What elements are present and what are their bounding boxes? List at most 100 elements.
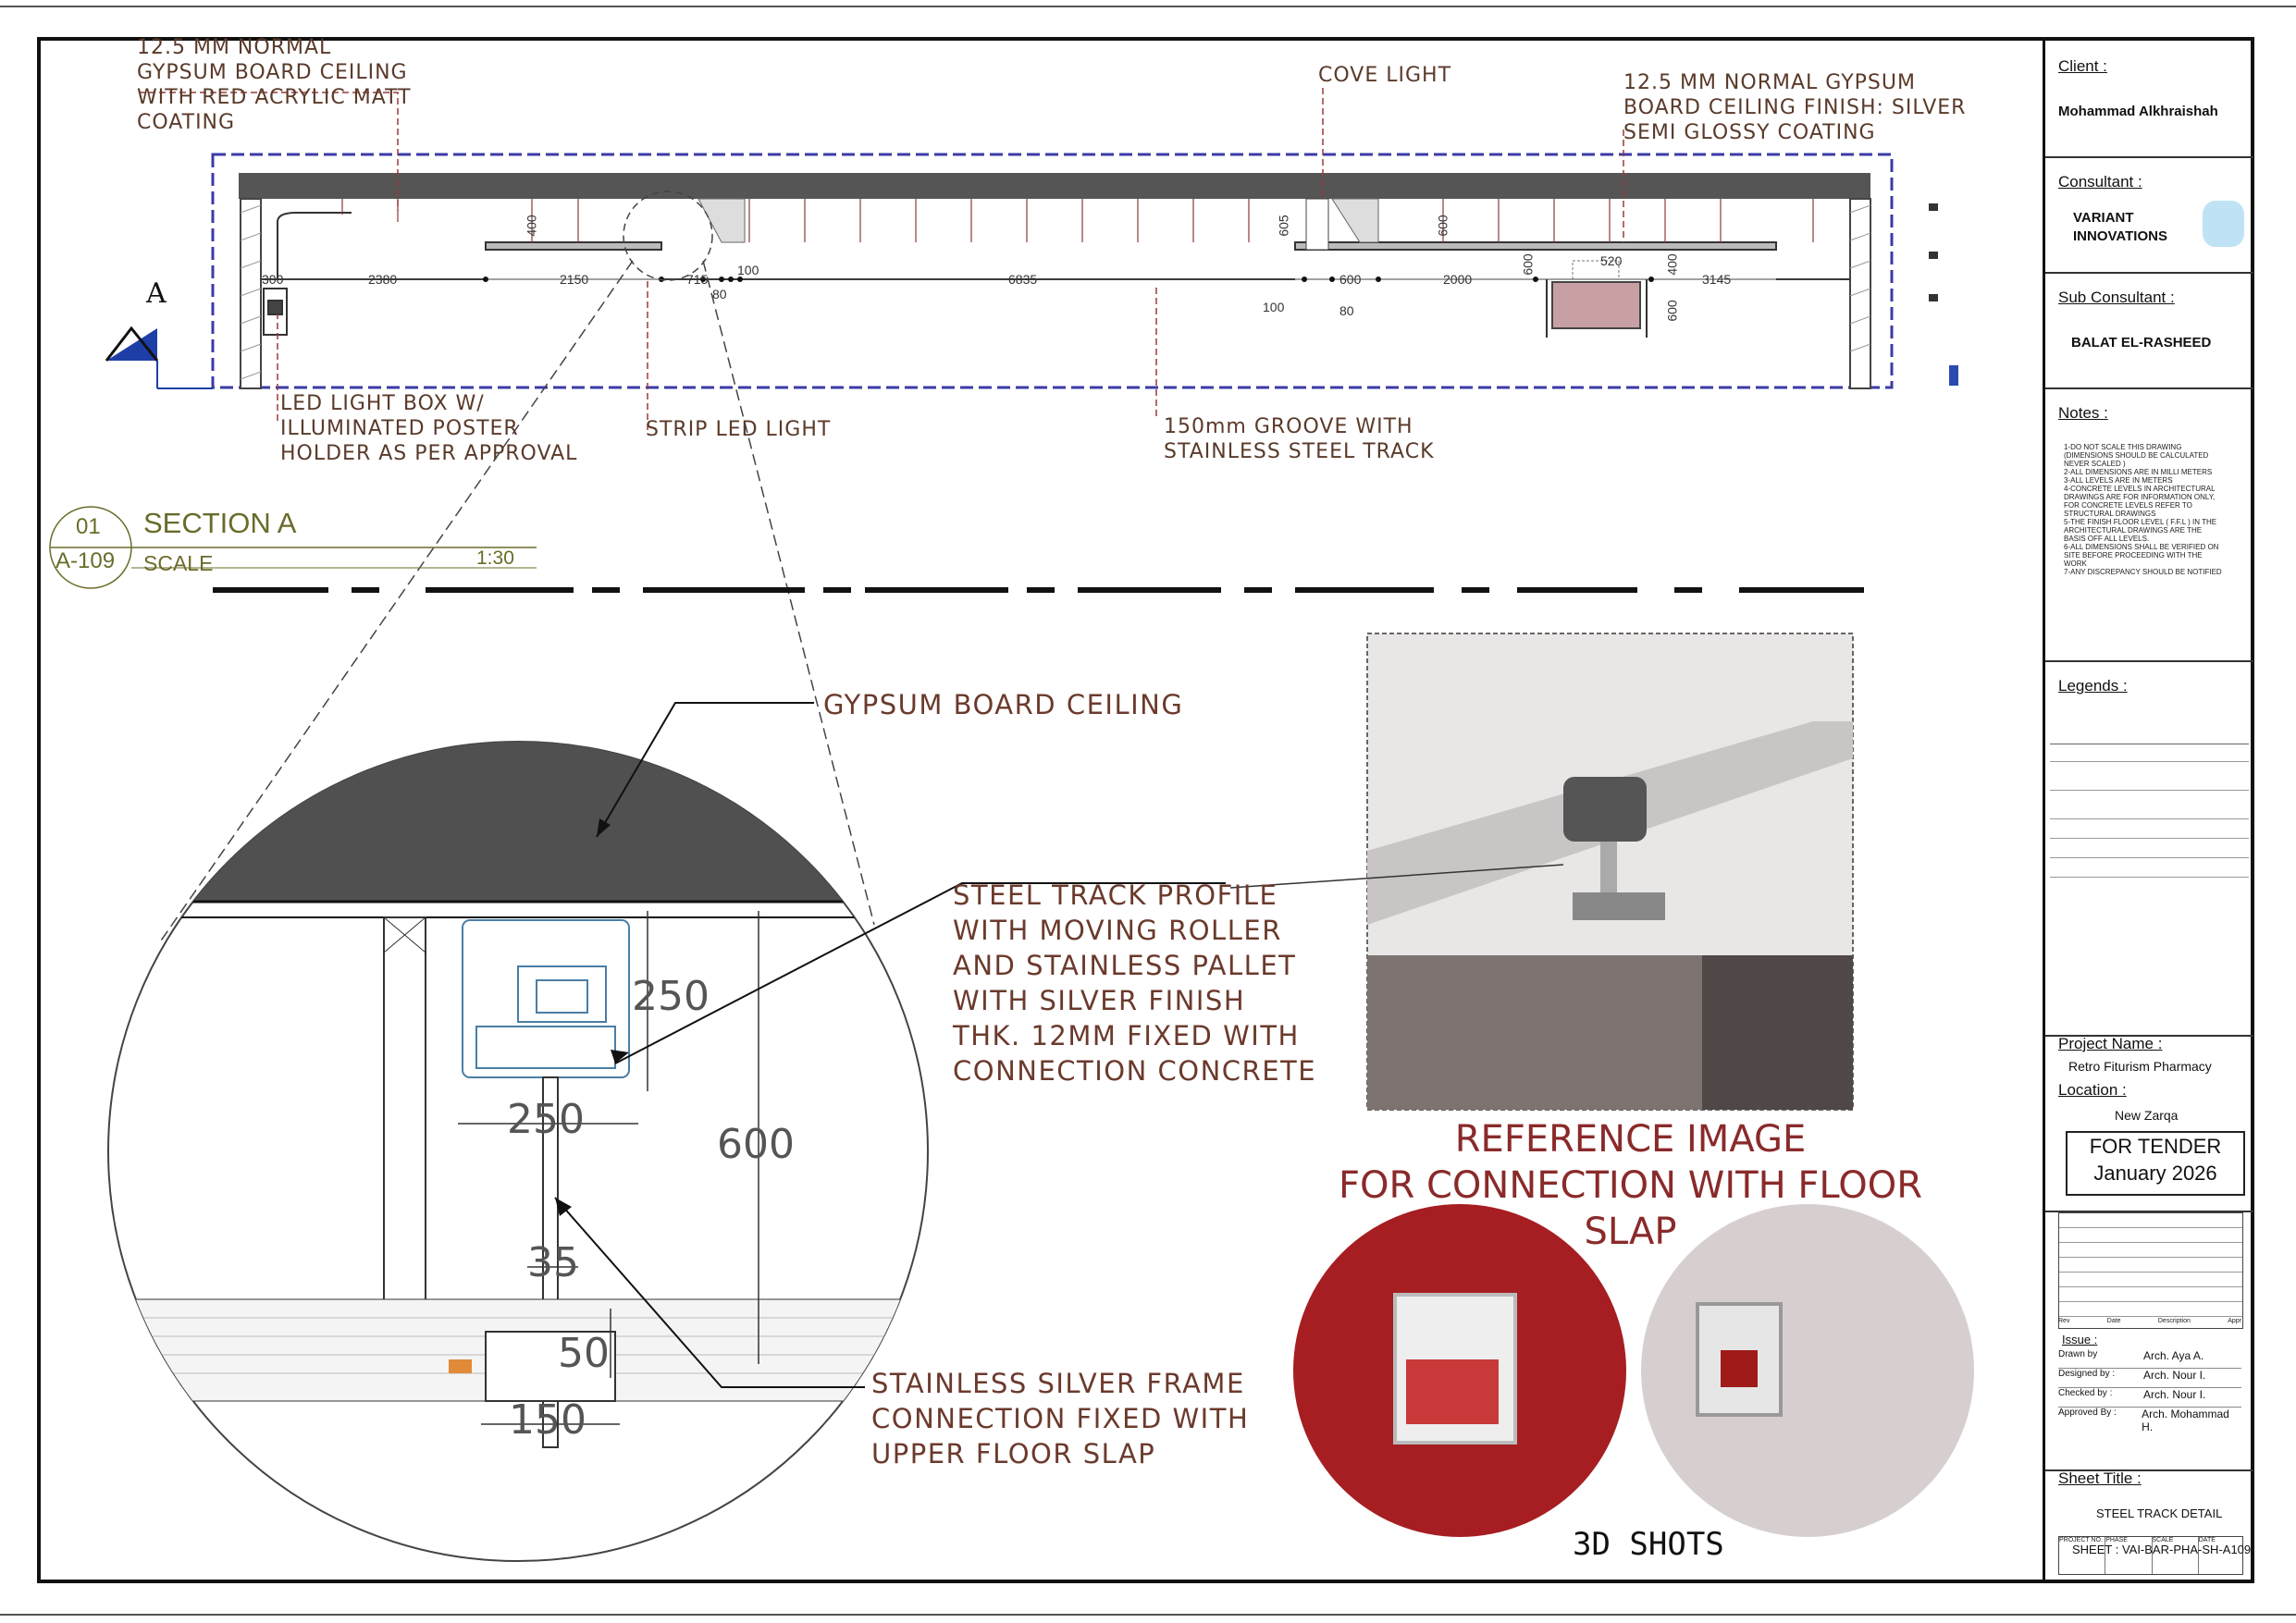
sheet-frame — [37, 37, 2254, 1583]
tender-box: FOR TENDER January 2026 — [2066, 1131, 2245, 1196]
tender-date: January 2026 — [2093, 1162, 2217, 1185]
dim-100b: 100 — [1263, 300, 1285, 314]
rev-header: Rev — [2058, 1318, 2070, 1324]
dim-v400b: 400 — [524, 215, 539, 237]
section-label-number: 01 — [76, 514, 101, 539]
rev-header: Appr — [2228, 1318, 2241, 1324]
small-header: DATE — [2198, 1537, 2216, 1543]
note-item: 1-DO NOT SCALE THIS DRAWING — [2064, 443, 2182, 451]
dim-715: 715 — [686, 272, 709, 287]
note-line: SEMI GLOSSY COATING — [1623, 121, 1876, 144]
dim-80a: 80 — [712, 287, 727, 301]
revision-grid — [2058, 1212, 2243, 1329]
reference-title-line: REFERENCE IMAGE — [1454, 1118, 1807, 1161]
section-label-title: SECTION A — [143, 507, 297, 539]
consultant-logo-icon — [2203, 201, 2244, 247]
section-marker-letter: A — [146, 277, 167, 310]
consultant-cell: Consultant : VARIANT INNOVATIONS — [2045, 156, 2253, 274]
dim-v605: 605 — [1276, 215, 1291, 237]
small-header: PROJECT NO. — [2059, 1537, 2106, 1574]
consultant-name-1: VARIANT — [2073, 210, 2134, 226]
note-line: LED LIGHT BOX W/ — [280, 392, 485, 415]
section-label-sheet: A-109 — [56, 548, 116, 573]
rev-header: Date — [2106, 1318, 2121, 1324]
sheet-small-headers: PROJECT NO. PHASE SCALE DATE — [2058, 1536, 2243, 1575]
dim-600a: 600 — [1339, 272, 1362, 287]
dim-2150: 2150 — [560, 272, 589, 287]
dim-v600a: 600 — [1520, 253, 1536, 276]
sub-label: Sub Consultant : — [2058, 289, 2175, 306]
note-ceiling-silver: 12.5 MM NORMAL GYPSUM BOARD CEILING FINI… — [1623, 70, 1966, 145]
signoff-name: Arch. Nour I. — [2143, 1388, 2206, 1401]
note-item: STRUCTURAL DRAWINGS — [2064, 510, 2156, 518]
note-item: 3-ALL LEVELS ARE IN METERS — [2064, 476, 2173, 485]
signoff-row: Drawn by Arch. Aya A. — [2058, 1349, 2241, 1369]
bottom-rule — [0, 1614, 2296, 1616]
sheet-title: STEEL TRACK DETAIL — [2096, 1506, 2223, 1520]
dim-2380: 2380 — [368, 272, 398, 287]
dim-3145: 3145 — [1702, 272, 1732, 287]
section-marker-triangle — [106, 328, 157, 361]
legend-table — [2050, 744, 2249, 892]
reference-title-line: SLAP — [1584, 1211, 1677, 1253]
location-label: Location : — [2058, 1081, 2127, 1099]
reference-title: REFERENCE IMAGE FOR CONNECTION WITH FLOO… — [1332, 1116, 1929, 1255]
signoff-row: Designed by : Arch. Nour I. — [2058, 1369, 2241, 1388]
sub-name: BALAT EL-RASHEED — [2071, 335, 2212, 350]
consultant-name-2: INNOVATIONS — [2073, 228, 2167, 244]
dim-300: 300 — [262, 272, 284, 287]
note-item: (DIMENSIONS SHOULD BE CALCULATED — [2064, 451, 2209, 460]
note-item: DRAWINGS ARE FOR INFORMATION ONLY, — [2064, 493, 2216, 501]
note-item: 5-THE FINISH FLOOR LEVEL ( F.F.L ) IN TH… — [2064, 518, 2217, 526]
shots-label: 3D SHOTS — [1573, 1526, 1724, 1563]
note-line: ILLUMINATED POSTER — [280, 417, 519, 440]
note-line: UPPER FLOOR SLAP — [871, 1438, 1156, 1469]
light-box-panel — [1551, 281, 1641, 329]
dim-50: 50 — [558, 1330, 610, 1377]
legends-label: Legends : — [2058, 677, 2128, 695]
legends-cell: Legends : — [2045, 660, 2253, 1037]
note-cove-light: COVE LIGHT — [1318, 64, 1452, 87]
section-dashed-boundary — [211, 153, 1894, 389]
note-item: ARCHITECTURAL DRAWINGS ARE THE — [2064, 526, 2203, 535]
sheet-title-cell: Sheet Title : STEEL TRACK DETAIL PROJECT… — [2045, 1469, 2253, 1580]
notes-list: 1-DO NOT SCALE THIS DRAWING (DIMENSIONS … — [2064, 443, 2249, 576]
revision-headers: Rev Date Description Appr — [2058, 1318, 2241, 1324]
note-item: BASIS OFF ALL LEVELS. — [2064, 535, 2150, 543]
project-label: Project Name : — [2058, 1035, 2163, 1052]
title-block: Client : Mohammad Alkhraishah Consultant… — [2043, 41, 2253, 1580]
small-header: PHASE — [2105, 1537, 2153, 1574]
dim-v600c: 600 — [1435, 215, 1450, 237]
note-item: FOR CONCRETE LEVELS REFER TO — [2064, 501, 2192, 510]
signoff-role: Approved By : — [2058, 1408, 2117, 1418]
dim-35: 35 — [527, 1239, 579, 1286]
note-item: 2-ALL DIMENSIONS ARE IN MILLI METERS — [2064, 468, 2213, 476]
bulkhead-left — [697, 198, 746, 243]
render-circle-right — [1641, 1204, 1974, 1537]
location-name: New Zarqa — [2115, 1108, 2179, 1123]
gypsum-slab-section — [108, 742, 928, 902]
note-line: BOARD CEILING FINISH: SILVER — [1623, 96, 1967, 119]
top-rule — [0, 6, 2296, 7]
client-name: Mohammad Alkhraishah — [2058, 104, 2218, 119]
note-item: 7-ANY DISCREPANCY SHOULD BE NOTIFIED — [2064, 568, 2222, 576]
consultant-label: Consultant : — [2058, 173, 2142, 191]
signoff-table: Drawn by Arch. Aya A. Designed by : Arch… — [2058, 1349, 2241, 1433]
signoff-role: Checked by : — [2058, 1388, 2113, 1398]
dim-v400: 400 — [1664, 253, 1680, 276]
dim-v600b: 600 — [1664, 300, 1680, 322]
note-led-box: LED LIGHT BOX W/ ILLUMINATED POSTER HOLD… — [280, 391, 577, 466]
note-line: WITH RED ACRYLIC MATT — [137, 86, 412, 109]
note-item: 4-CONCRETE LEVELS IN ARCHITECTURAL — [2064, 485, 2216, 493]
sheet-title-label: Sheet Title : — [2058, 1469, 2142, 1487]
note-gypsum: GYPSUM BOARD CEILING — [823, 689, 1184, 720]
notes-cell: Notes : 1-DO NOT SCALE THIS DRAWING (DIM… — [2045, 387, 2253, 662]
left-wall — [240, 198, 262, 389]
right-wall — [1849, 198, 1871, 389]
tender-status: FOR TENDER — [2089, 1135, 2222, 1158]
small-header: SCALE — [2153, 1537, 2199, 1574]
dim-150: 150 — [509, 1396, 586, 1444]
drawing-canvas — [49, 88, 1974, 1562]
note-line: HOLDER AS PER APPROVAL — [280, 442, 578, 465]
